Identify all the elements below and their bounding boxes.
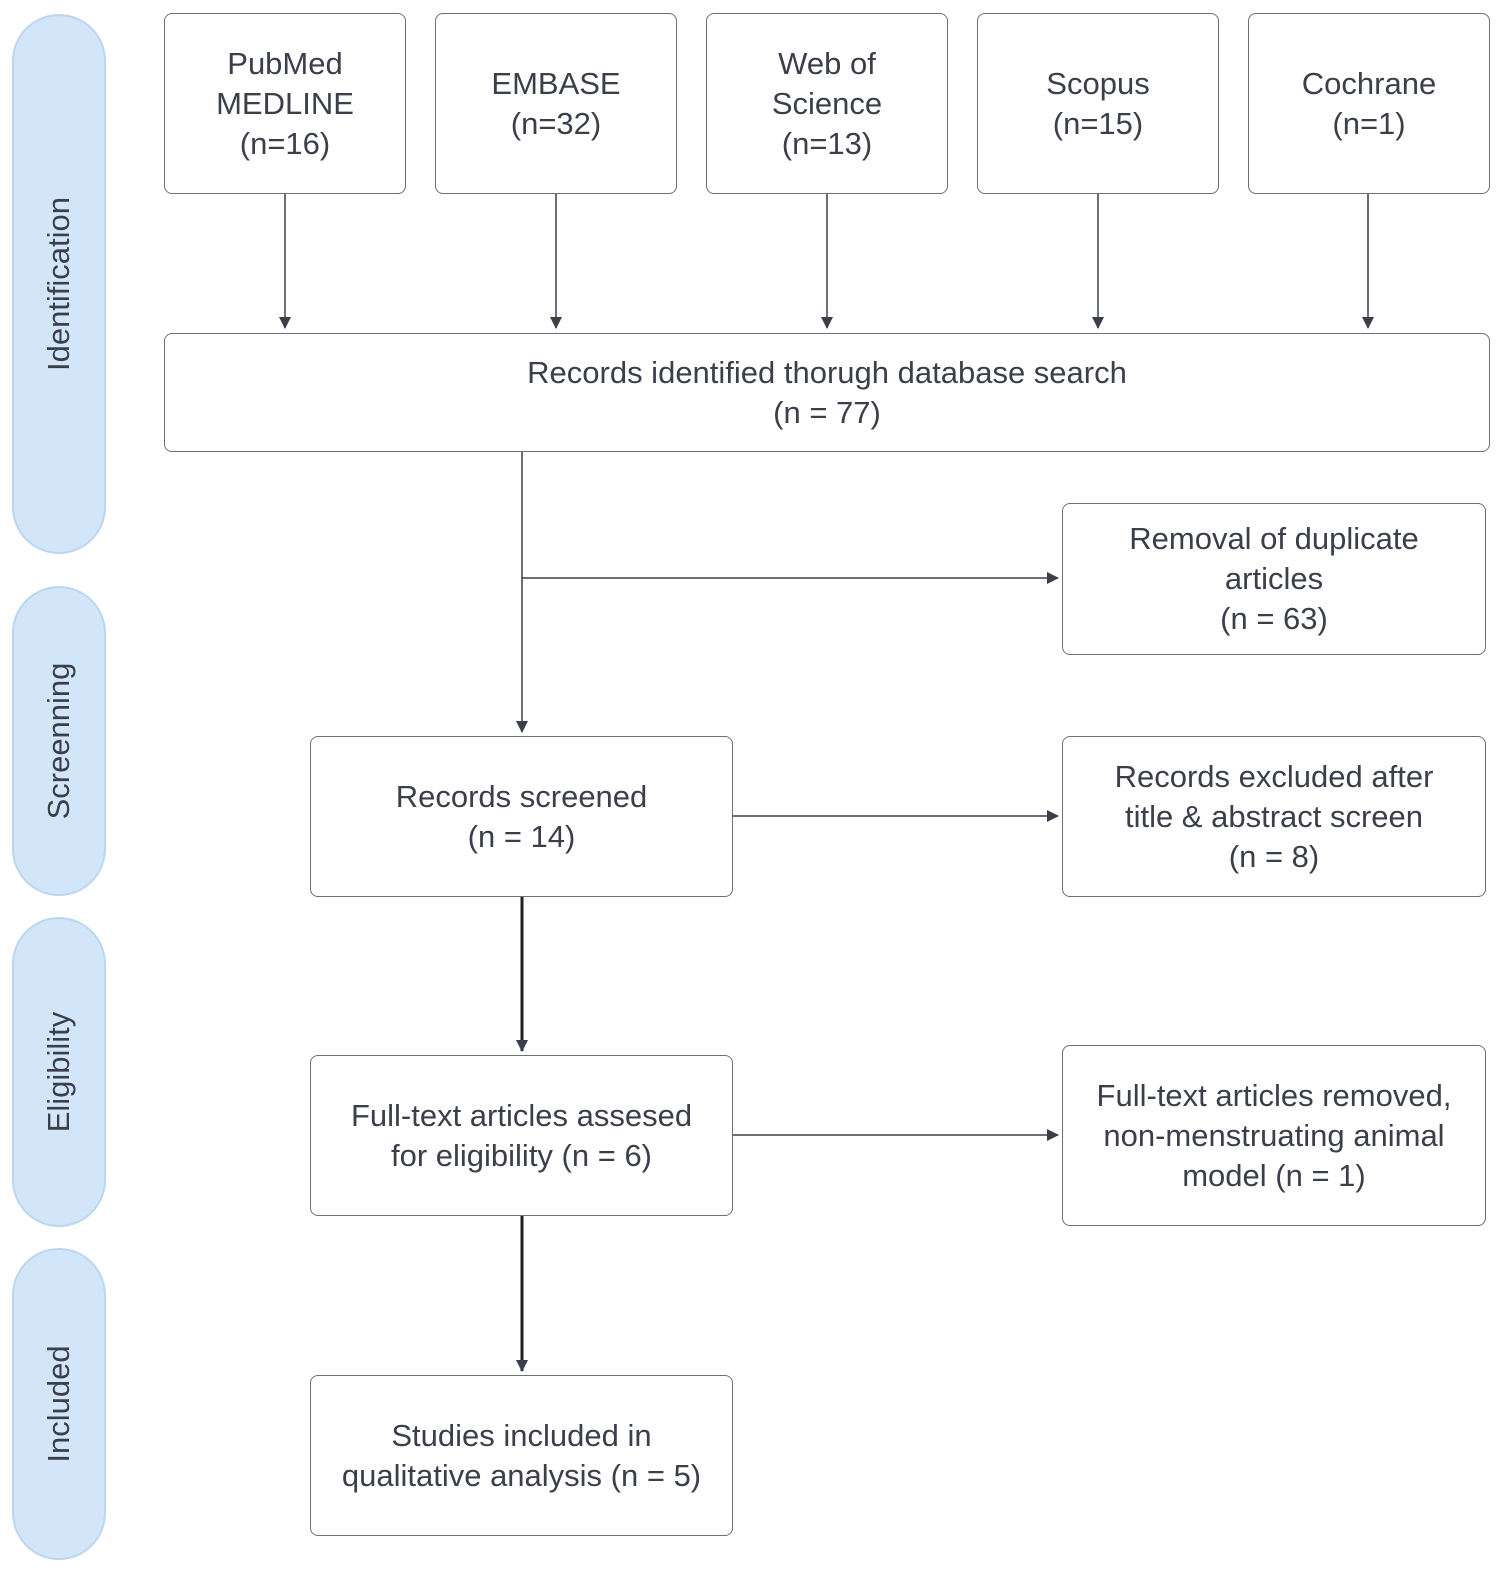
duplicates-removed-box: Removal of duplicate articles (n = 63) — [1062, 503, 1486, 655]
records-excluded-box: Records excluded after title & abstract … — [1062, 736, 1486, 897]
stage-screening: Screenning — [12, 586, 106, 896]
source-text-cochrane: Cochrane (n=1) — [1301, 65, 1437, 141]
source-box-web-of-science: Web of Science (n=13) — [706, 13, 948, 194]
studies-included-text: Studies included in qualitative analysis… — [341, 1417, 702, 1493]
source-box-scopus: Scopus (n=15) — [977, 13, 1219, 194]
source-box-embase: EMBASE (n=32) — [435, 13, 677, 194]
stage-eligibility: Eligibility — [12, 917, 106, 1227]
source-text-web-of-science: Web of Science (n=13) — [771, 45, 883, 161]
records-excluded-text: Records excluded after title & abstract … — [1114, 758, 1434, 874]
source-text-embase: EMBASE (n=32) — [491, 65, 621, 141]
source-text-scopus: Scopus (n=15) — [1046, 65, 1150, 141]
source-box-pubmed: PubMed MEDLINE (n=16) — [164, 13, 406, 194]
stage-identification: Identification — [12, 14, 106, 554]
fulltext-removed-box: Full-text articles removed, non-menstrua… — [1062, 1045, 1486, 1226]
records-identified-box: Records identified thorugh database sear… — [164, 333, 1490, 452]
fulltext-assessed-text: Full-text articles assesed for eligibili… — [350, 1097, 693, 1173]
records-screened-box: Records screened (n = 14) — [310, 736, 733, 897]
stage-included: Included — [12, 1248, 106, 1560]
records-screened-text: Records screened (n = 14) — [395, 778, 648, 854]
source-box-cochrane: Cochrane (n=1) — [1248, 13, 1490, 194]
fulltext-removed-text: Full-text articles removed, non-menstrua… — [1096, 1077, 1452, 1193]
source-text-pubmed: PubMed MEDLINE (n=16) — [216, 45, 354, 161]
duplicates-removed-text: Removal of duplicate articles (n = 63) — [1129, 521, 1419, 636]
studies-included-box: Studies included in qualitative analysis… — [310, 1375, 733, 1536]
fulltext-assessed-box: Full-text articles assesed for eligibili… — [310, 1055, 733, 1216]
records-identified-text: Records identified thorugh database sear… — [527, 354, 1127, 430]
